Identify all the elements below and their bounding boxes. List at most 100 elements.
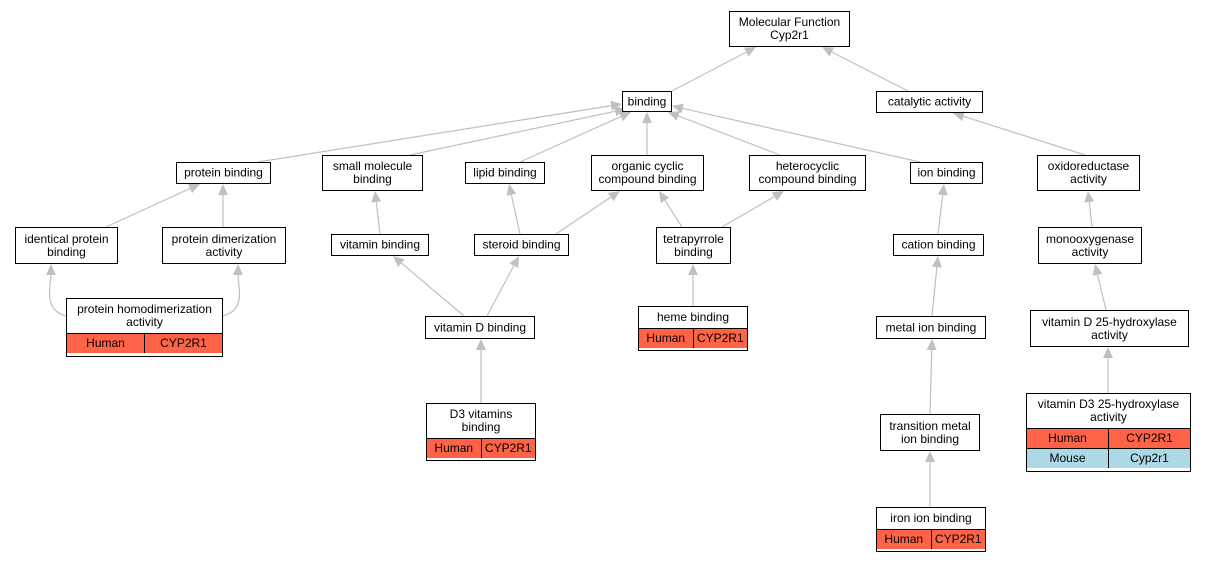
node-label-line: activity [205,244,243,259]
species-cell: Human [86,336,125,350]
node-label-line: compound binding [598,172,697,186]
edge-arrowhead [926,339,937,351]
node-label: steroid binding [475,237,568,252]
node-label: cation binding [894,237,983,252]
edge-line [375,201,381,235]
node-vitamin-binding[interactable]: vitamin binding [331,234,429,256]
node-label-line: Molecular Function [738,15,841,29]
node-label-line: binding [461,420,501,434]
node-label: iron ion binding [877,508,985,529]
node-lipid-binding[interactable]: lipid binding [465,162,545,184]
edge-arrowhead [743,47,756,57]
node-label-line: activity [126,315,163,329]
gene-cell: CYP2R1 [144,334,222,353]
node-label-line: monooxygenase [1045,231,1135,246]
node-label-line: binding [353,172,392,186]
edge-arrowhead [1092,264,1103,276]
edge-line [486,265,515,317]
node-cation-binding[interactable]: cation binding [893,234,984,256]
node-label-line: activity [1071,244,1109,259]
node-label-line: protein homodimerization [77,302,212,316]
node-label: catalytic activity [877,94,982,109]
node-binding[interactable]: binding [622,91,672,112]
gene-cell: CYP2R1 [480,439,536,458]
node-metal-ion-binding[interactable]: metal ion binding [876,316,986,339]
node-label: binding [623,95,671,108]
edge-arrowhead [642,112,652,123]
edge-arrowhead [1084,191,1095,203]
node-protein-binding[interactable]: protein binding [176,162,271,184]
node-label-line: vitamin D 25-hydroxylase [1042,314,1177,329]
node-label-line: steroid binding [482,237,561,252]
node-label-line: Cyp2r1 [770,28,809,42]
edge-arrowhead [672,103,684,114]
edge-line [929,349,933,415]
node-label-line: identical protein [24,231,109,246]
annotation-row: Human CYP2R1 [1027,428,1190,448]
edge-arrowhead [1103,347,1113,358]
node-label-line: binding [627,94,667,108]
node-label: protein binding [177,166,270,180]
node-label-line: metal ion binding [885,320,977,334]
edge-arrowhead [925,451,935,462]
annotation-row: Human CYP2R1 [67,333,222,353]
node-label-line: vitamin binding [339,237,421,252]
node-label-line: catalytic activity [887,94,972,109]
edge-arrowhead [937,184,948,196]
edge-arrowhead [688,264,698,275]
edge-line [831,51,909,92]
node-label-line: activity [1091,327,1128,342]
edge-line [721,196,775,228]
gene-cell: CYP2R1 [1108,429,1190,448]
edge-line [671,51,747,92]
node-steroid-binding[interactable]: steroid binding [474,234,569,256]
node-label-line: ion binding [900,431,960,446]
edge-line [1088,201,1093,228]
edge-arrowhead [610,100,622,111]
edge-arrowhead [476,339,486,350]
node-label: vitamin D binding [426,321,534,334]
node-label-line: vitamin D binding [433,320,527,334]
edge-arrowhead [218,184,228,195]
node-vitamin-d-binding[interactable]: vitamin D binding [425,316,535,339]
node-label-line: heme binding [656,310,730,324]
node-label-line: cation binding [901,237,976,252]
node-ion-binding[interactable]: ion binding [910,162,983,184]
species-cell: Human [1048,431,1087,445]
node-label: heme binding [639,307,747,328]
node-catalytic-activity[interactable]: catalytic activity [876,91,983,113]
species-cell: Human [884,532,924,546]
node-label-line: tetrapyrrole [663,231,724,246]
node-label-line: iron ion binding [890,511,972,525]
